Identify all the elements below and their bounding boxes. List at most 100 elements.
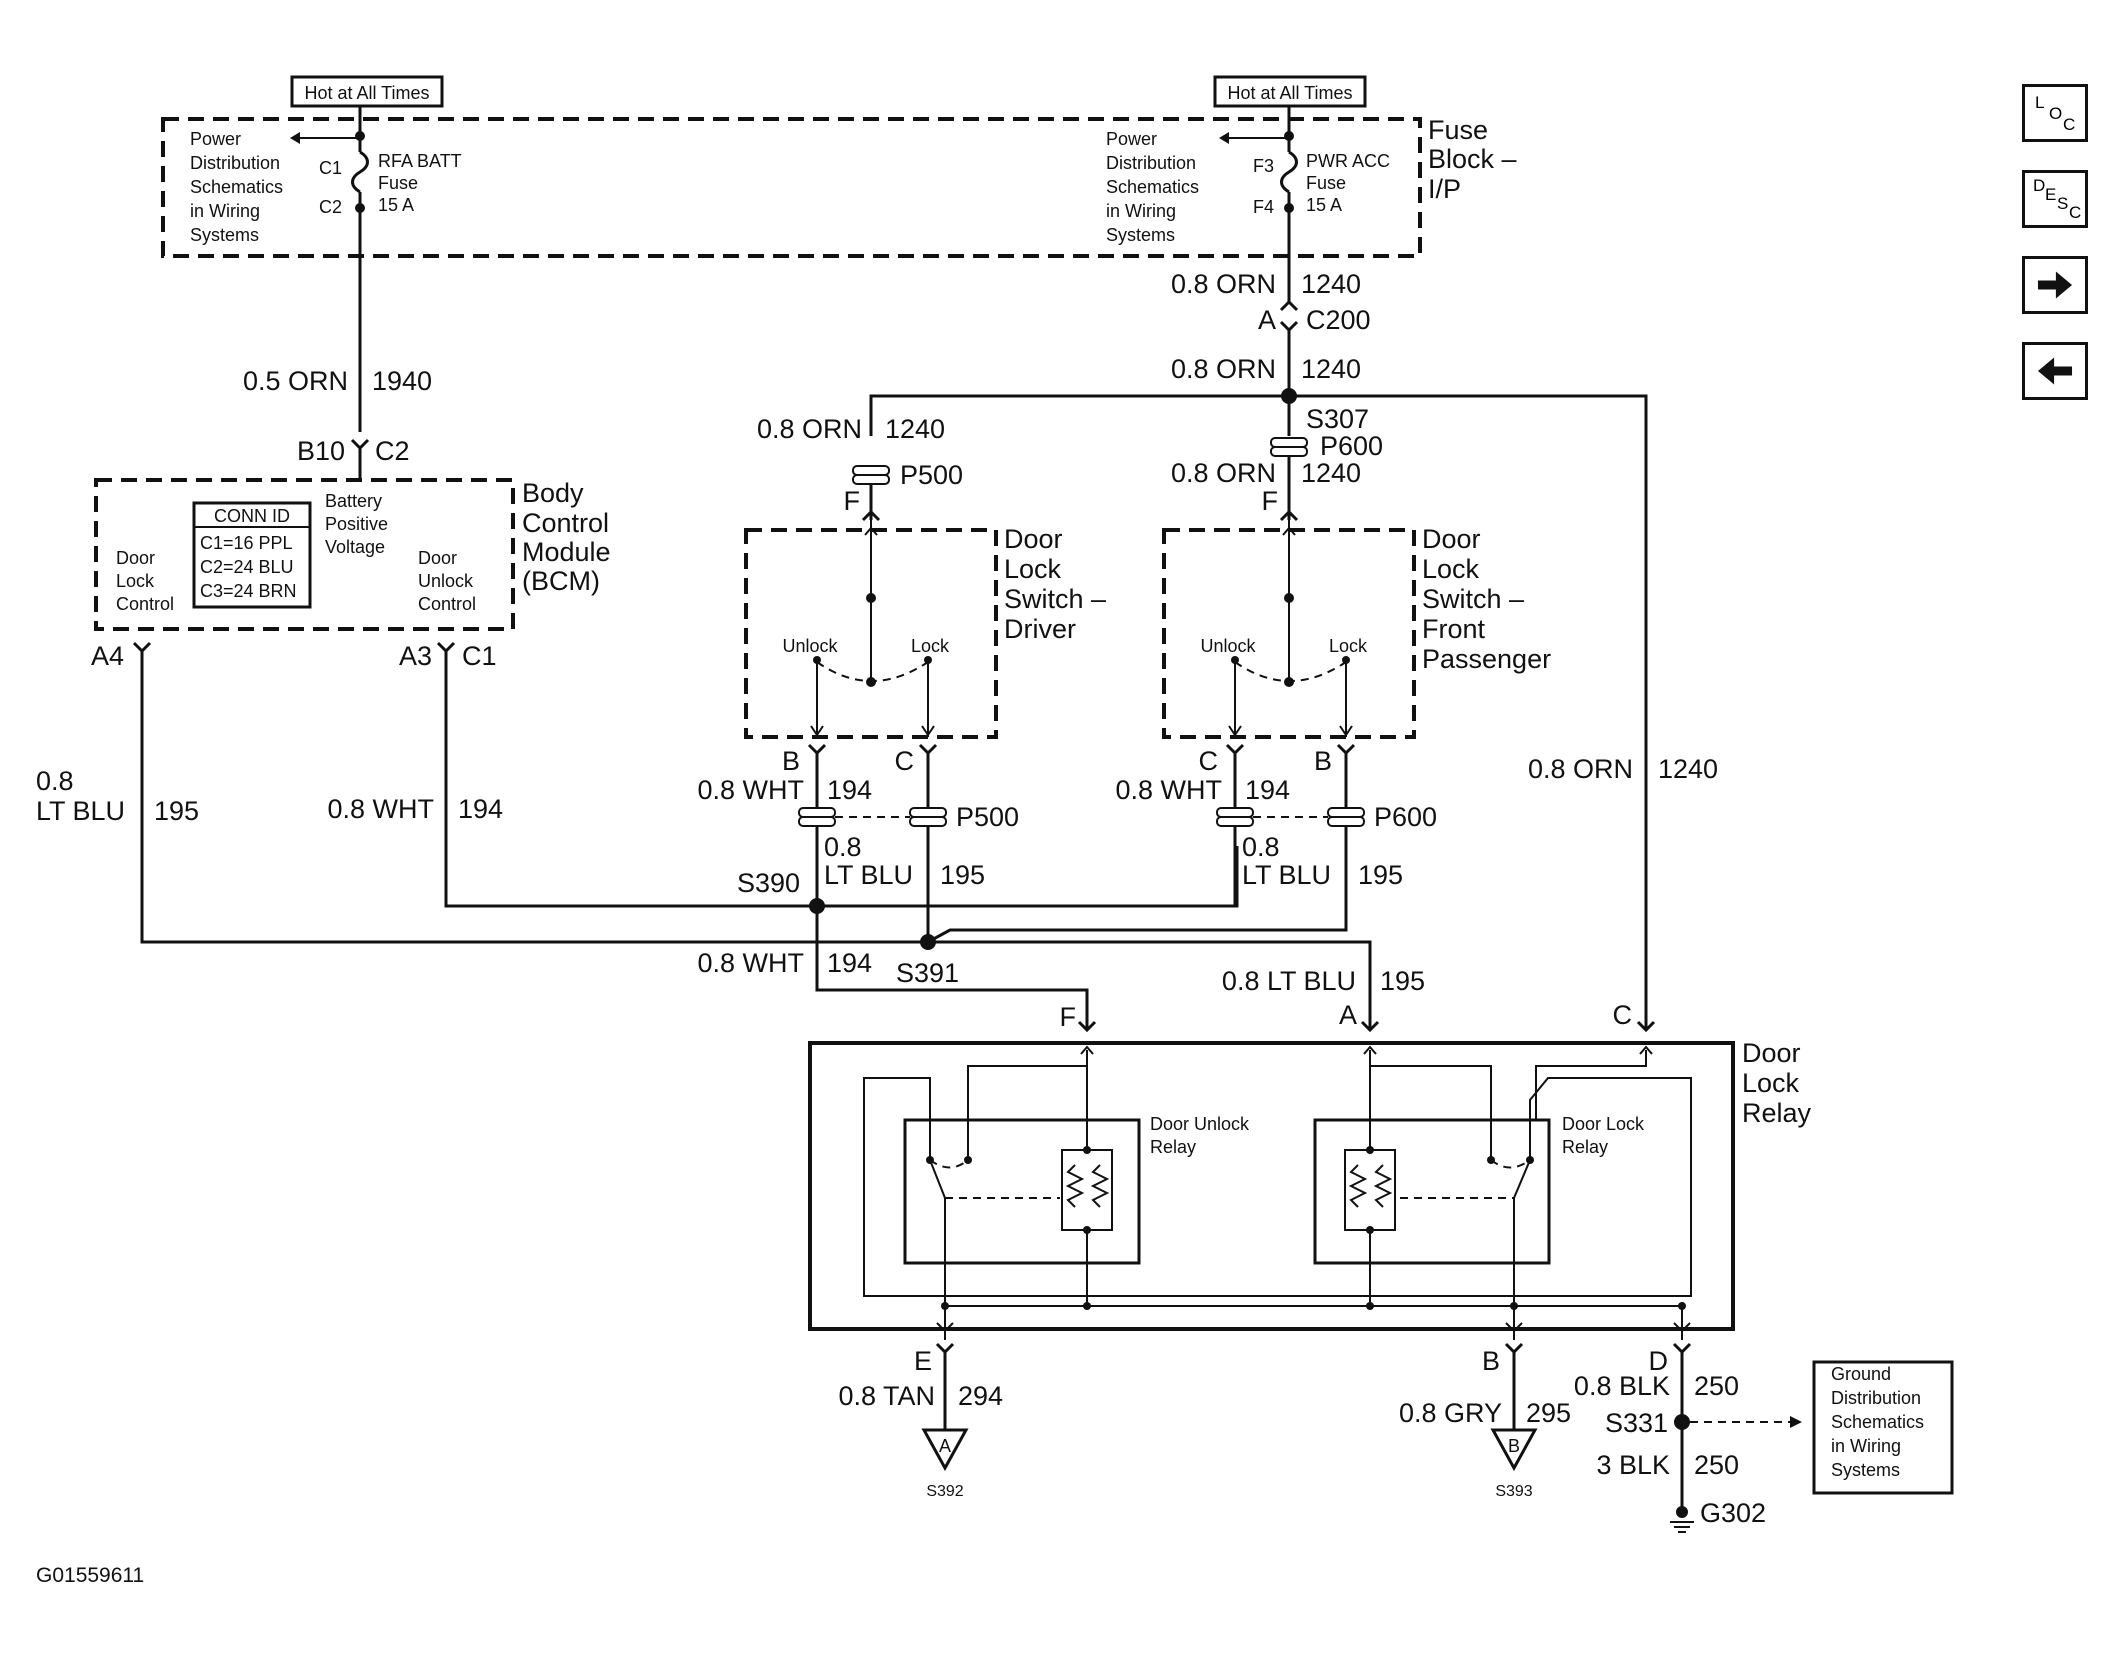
pas-pin-b: B — [1314, 746, 1332, 776]
wire-195-left-num: 195 — [154, 796, 199, 826]
bcm-title4: (BCM) — [522, 566, 600, 596]
bcm-lock2: Lock — [116, 571, 155, 591]
wire-250a-size: 0.8 BLK — [1574, 1371, 1670, 1401]
wire-294-size: 0.8 TAN — [838, 1381, 935, 1411]
offpage-b-letter: B — [1508, 1436, 1520, 1456]
pas-unlock-label: Unlock — [1200, 636, 1256, 656]
wire-1940-num: 1940 — [372, 366, 432, 396]
offpage-s392: S392 — [926, 1483, 963, 1500]
pd-right-line5: Systems — [1106, 225, 1175, 245]
door-lock-relay-outline — [808, 1041, 1735, 1331]
wire-1240c-size: 0.8 ORN — [1171, 458, 1276, 488]
fuse-right-name3: 15 A — [1306, 195, 1342, 215]
driver-title3: Switch – — [1004, 584, 1106, 614]
relay-pin-f: F — [1060, 1002, 1077, 1032]
fuse-right-name1: PWR ACC — [1306, 151, 1390, 171]
splice-s390: S390 — [737, 868, 800, 898]
splice-s307: S307 — [1306, 404, 1369, 434]
connector-p500-top: P500 — [900, 460, 963, 490]
drv-195-num: 195 — [940, 860, 985, 890]
wire-194-left-size: 0.8 WHT — [327, 794, 434, 824]
desc-letter-d: D — [2033, 176, 2046, 195]
loc-button[interactable]: L O C — [2022, 84, 2088, 142]
conn-id-header: CONN ID — [214, 506, 290, 526]
bcm-battery3: Voltage — [325, 537, 385, 557]
wire-250b-size: 3 BLK — [1596, 1450, 1670, 1480]
connector-p600-mid: P600 — [1374, 802, 1437, 832]
drv-top-pin: F — [844, 486, 861, 516]
wire-1940-size: 0.5 ORN — [243, 366, 348, 396]
wire-294-num: 294 — [958, 1381, 1003, 1411]
bcm-battery2: Positive — [325, 514, 388, 534]
ground-box-line3: Schematics — [1831, 1412, 1924, 1432]
relay-title1: Door — [1742, 1038, 1801, 1068]
pd-left-line5: Systems — [190, 225, 259, 245]
loc-letter-c: C — [2063, 115, 2076, 134]
pas-195-size1: 0.8 — [1242, 832, 1280, 862]
drv-lock-label: Lock — [911, 636, 950, 656]
driver-title1: Door — [1004, 524, 1063, 554]
arrow-left-icon — [2037, 357, 2073, 385]
bcm-title1: Body — [522, 478, 584, 508]
connector-p600-top: P600 — [1320, 431, 1383, 461]
passenger-title2: Lock — [1422, 554, 1480, 584]
fuse-left-name1: RFA BATT — [378, 151, 462, 171]
passenger-title1: Door — [1422, 524, 1481, 554]
wire-194-left-num: 194 — [458, 794, 503, 824]
wire-195b-size: 0.8 LT BLU — [1222, 966, 1356, 996]
wire-1240d-num: 1240 — [885, 414, 945, 444]
hot-tag-left-text: Hot at All Times — [304, 83, 429, 103]
fuse-block-label2: Block – — [1428, 144, 1517, 174]
fuse-left-c2: C2 — [319, 197, 342, 217]
offpage-s393: S393 — [1495, 1483, 1532, 1500]
drv-194-num: 194 — [827, 775, 872, 805]
relay-pin-c: C — [1613, 1000, 1633, 1030]
fuse-right-f4: F4 — [1253, 197, 1274, 217]
wire-195-left-size1: 0.8 — [36, 766, 74, 796]
pd-left-line2: Distribution — [190, 153, 280, 173]
wire-194b-num: 194 — [827, 948, 872, 978]
desc-letter-e: E — [2045, 185, 2057, 204]
bcm-lock3: Control — [116, 594, 174, 614]
driver-title4: Driver — [1004, 614, 1076, 644]
desc-button[interactable]: D E S C — [2022, 170, 2088, 228]
fuse-right-f3: F3 — [1253, 156, 1274, 176]
bcm-battery1: Battery — [325, 491, 382, 511]
ground-box-line2: Distribution — [1831, 1388, 1921, 1408]
connector-p500-mid: P500 — [956, 802, 1019, 832]
conn-id-row2: C2=24 BLU — [200, 557, 294, 577]
conn-id-row3: C3=24 BRN — [200, 581, 297, 601]
unlock-relay-box — [903, 1118, 1141, 1265]
pas-top-pin: F — [1262, 486, 1279, 516]
fuse-block-label1: Fuse — [1428, 115, 1488, 145]
relay-pin-e: E — [914, 1346, 932, 1376]
wire-195-left-size2: LT BLU — [36, 796, 125, 826]
relay-pin-b: B — [1482, 1346, 1500, 1376]
loc-letter-l: L — [2035, 93, 2045, 112]
bcm-pin-c1: C1 — [462, 641, 497, 671]
hot-tag-left — [290, 75, 444, 108]
next-button[interactable] — [2022, 256, 2088, 314]
pas-194-size: 0.8 WHT — [1115, 775, 1222, 805]
ground-box-line4: in Wiring — [1831, 1436, 1901, 1456]
passenger-title4: Front — [1422, 614, 1486, 644]
pas-194-num: 194 — [1245, 775, 1290, 805]
bcm-lock1: Door — [116, 548, 155, 568]
wire-250a-num: 250 — [1694, 1371, 1739, 1401]
relay-title2: Lock — [1742, 1068, 1800, 1098]
bcm-unlock3: Control — [418, 594, 476, 614]
passenger-title5: Passenger — [1422, 644, 1551, 674]
back-button[interactable] — [2022, 342, 2088, 400]
pd-right-line4: in Wiring — [1106, 201, 1176, 221]
pas-lock-label: Lock — [1329, 636, 1368, 656]
wire-195b-num: 195 — [1380, 966, 1425, 996]
conn-id-table — [192, 501, 312, 609]
lock-relay-label1: Door Lock — [1562, 1114, 1645, 1134]
lock-relay-box — [1313, 1118, 1551, 1265]
pas-pin-c: C — [1199, 746, 1219, 776]
bcm-pin-b10: B10 — [297, 436, 345, 466]
desc-letter-s: S — [2057, 194, 2069, 213]
hot-tag-right-text: Hot at All Times — [1227, 83, 1352, 103]
relay-pin-d: D — [1649, 1346, 1669, 1376]
